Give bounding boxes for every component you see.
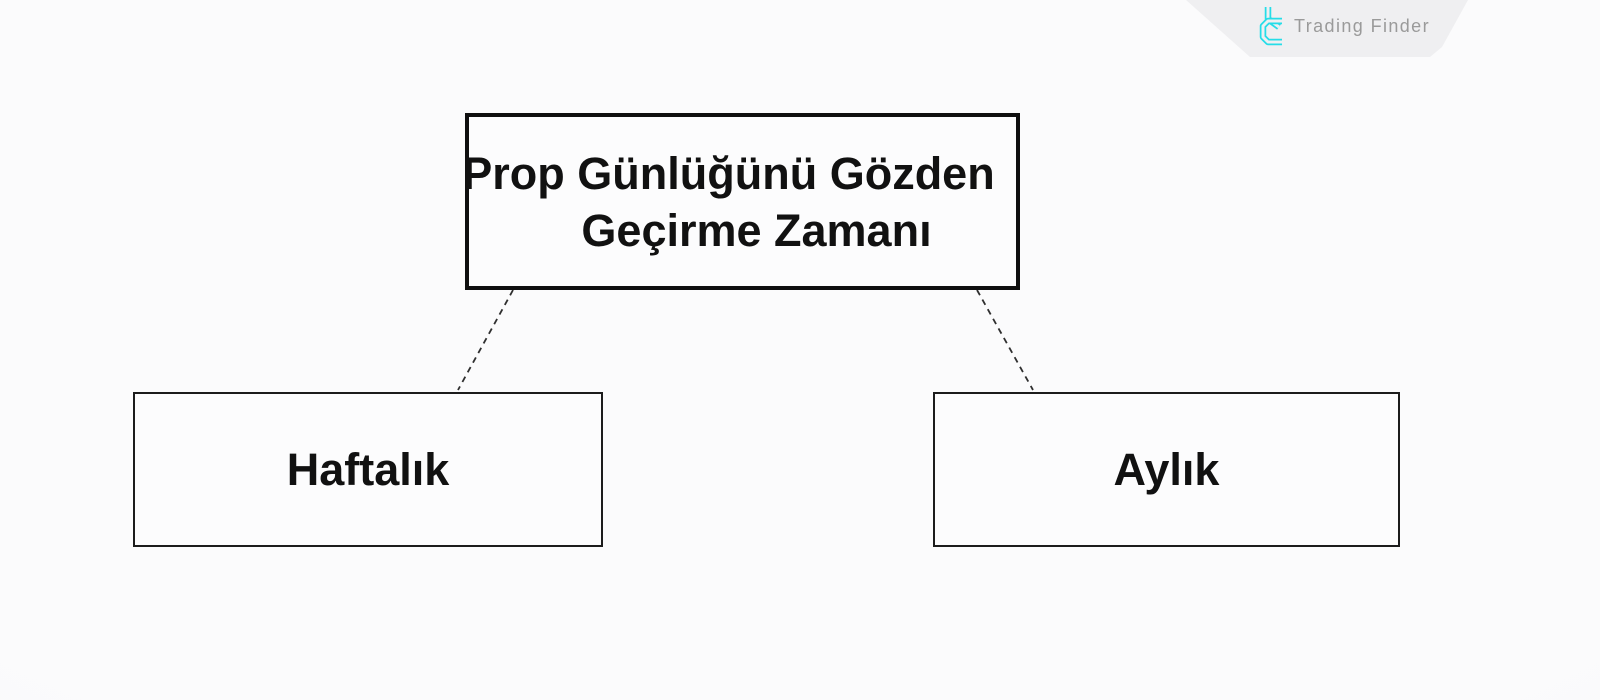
weekly-node-label: Haftalık xyxy=(286,443,450,495)
connector-left xyxy=(457,289,514,391)
trading-finder-icon xyxy=(1259,7,1282,46)
weekly-node: Haftalık xyxy=(133,392,603,547)
connector-right xyxy=(976,289,1034,391)
title-node-label-line1: Prop Günlüğünü Gözden xyxy=(462,147,995,199)
title-node-label-line2: Geçirme Zamanı xyxy=(581,204,932,256)
monthly-node: Aylık xyxy=(933,392,1400,547)
brand-name: Trading Finder xyxy=(1294,15,1430,36)
brand-lockup: Trading Finder xyxy=(1258,6,1430,46)
monthly-node-label: Aylık xyxy=(1113,443,1220,495)
title-node: Prop Günlüğünü Gözden Geçirme Zamanı xyxy=(462,113,1020,290)
